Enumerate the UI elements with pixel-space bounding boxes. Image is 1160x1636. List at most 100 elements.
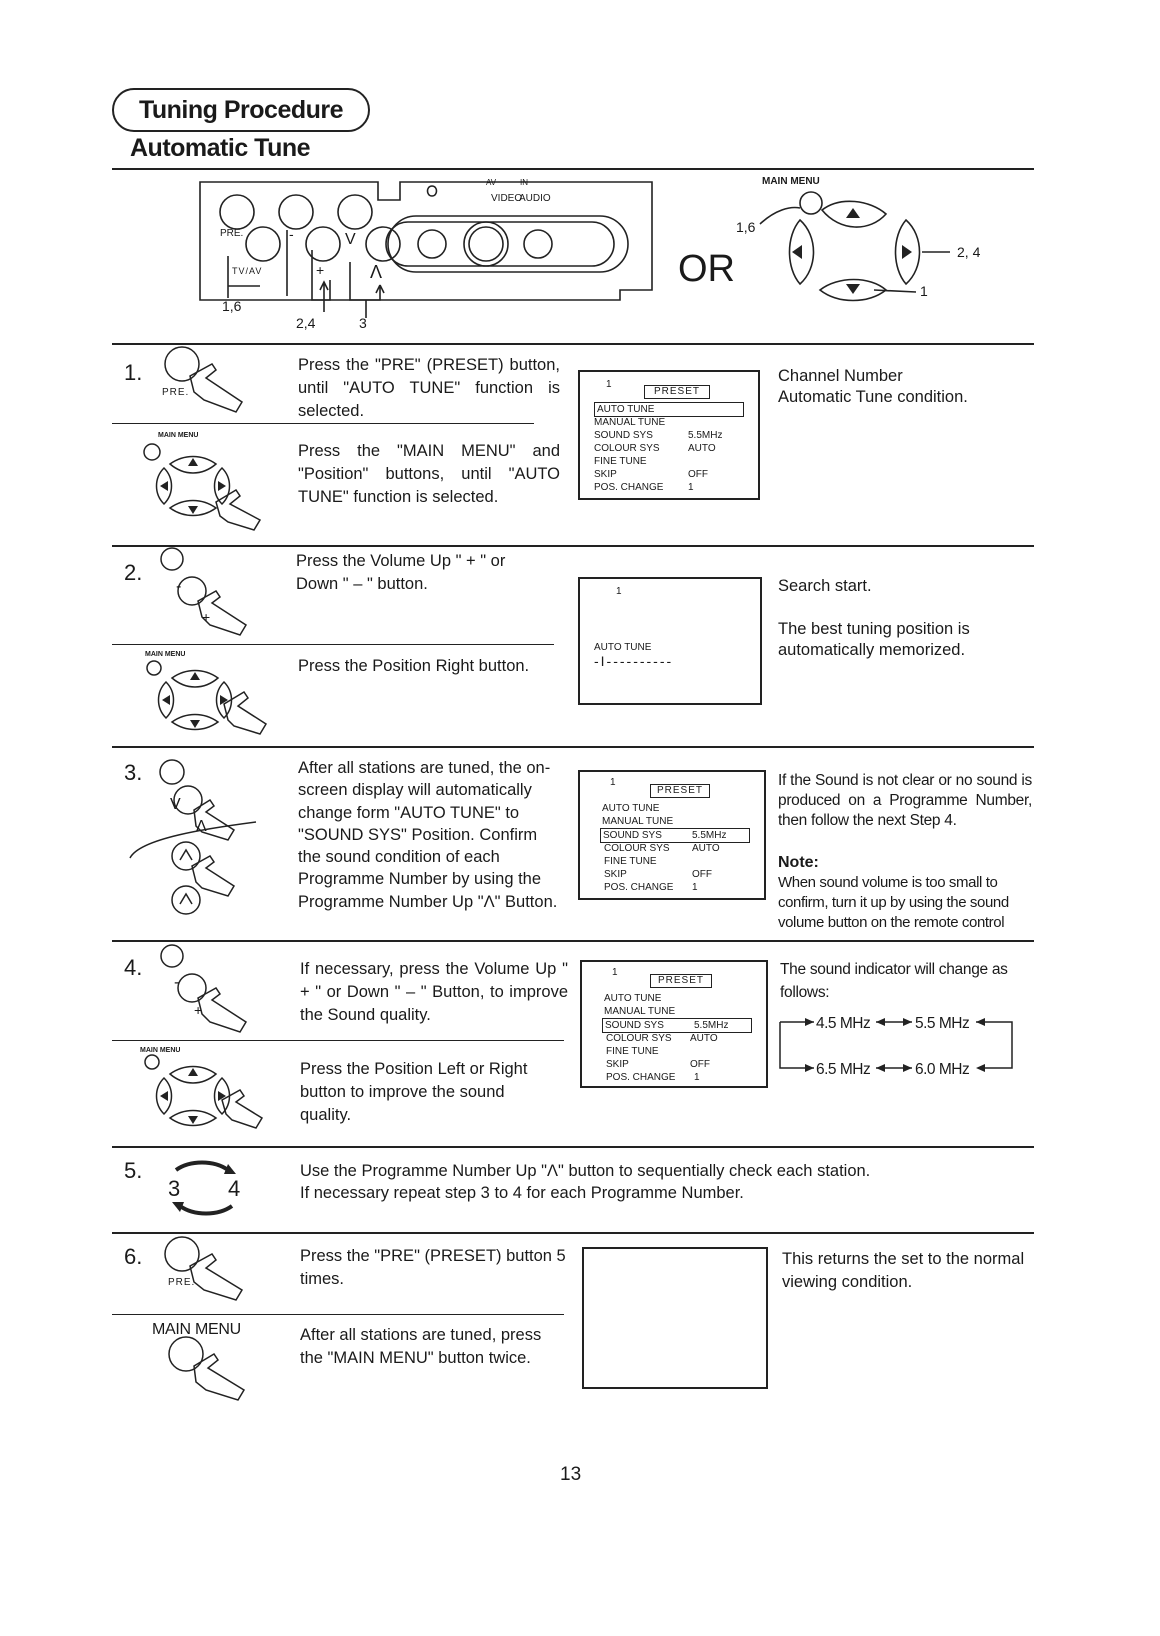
step-4-main-menu-label: MAIN MENU (140, 1047, 181, 1054)
step-3-number: 3. (124, 760, 143, 785)
step-6-pre-label: PRE. (168, 1277, 196, 1288)
remote-position-hand-icon (143, 443, 262, 531)
panel-minus-label: - (289, 226, 294, 242)
panel-callout-16: 1,6 (222, 298, 242, 314)
osd-row-colour-sys: COLOUR SYS (594, 443, 660, 454)
step-2-text-b: Press the Position Right button. (298, 657, 530, 675)
main-menu-hand-icon (168, 1336, 246, 1401)
osd-row-colour-sys: COLOUR SYS (604, 843, 670, 854)
panel-up-label: Λ (370, 262, 383, 282)
step-2-minus-label: - (176, 578, 182, 595)
divider (112, 1232, 1034, 1234)
step-1-main-menu-label: MAIN MENU (158, 432, 199, 439)
step-6-text-a: Press the "PRE" (PRESET) button 5 times. (300, 1247, 566, 1288)
osd-row-sound-sys: SOUND SYS (594, 430, 653, 441)
page-number: 13 (560, 1464, 582, 1485)
osd-search-screen: 1 AUTO TUNE -I---------- (578, 577, 762, 705)
osd-row-pos-change: POS. CHANGE (606, 1072, 676, 1083)
step-3-note: When sound volume is too small to confir… (778, 874, 1009, 931)
programme-button-hand-icon (129, 759, 257, 915)
osd-preset-tag: PRESET (650, 784, 710, 798)
step-4-minus-label: - (174, 974, 180, 991)
divider (112, 1040, 564, 1041)
osd-val-sound-sys: 5.5MHz (694, 1020, 729, 1031)
divider (112, 644, 554, 645)
osd-val-pos-change: 1 (688, 482, 694, 493)
osd-preset-menu-sound-2: 1 PRESET AUTO TUNE MANUAL TUNE SOUND SYS… (580, 960, 768, 1088)
osd-preset-tag: PRESET (650, 974, 712, 988)
divider (112, 746, 1034, 748)
osd-channel-number: 1 (606, 379, 612, 390)
repeat-cycle-icon (172, 1160, 236, 1216)
step-3-text: After all stations are tuned, the on-scr… (298, 759, 558, 911)
step-1-text-a: Press the "PRE" (PRESET) button, until "… (298, 356, 560, 420)
divider (112, 545, 1034, 547)
remote-position-hand-icon (146, 660, 268, 735)
remote-callout-1: 1 (920, 283, 928, 299)
divider (112, 940, 1034, 942)
osd-row-fine-tune: FINE TUNE (604, 856, 657, 867)
tv-panel-diagram (199, 181, 653, 318)
osd-search-channel: 1 (616, 586, 622, 597)
divider (112, 1314, 564, 1315)
osd-val-pos-change: 1 (694, 1072, 700, 1083)
osd-row-fine-tune: FINE TUNE (606, 1046, 659, 1057)
step-5-number: 5. (124, 1158, 143, 1183)
volume-button-hand-icon (160, 547, 248, 636)
step-5-to: 4 (228, 1176, 241, 1201)
osd-blank-screen (582, 1247, 768, 1389)
divider (112, 168, 1034, 170)
remote-callout-16: 1,6 (736, 219, 756, 235)
osd-val-skip: OFF (692, 869, 712, 880)
freq-5-5: 5.5 MHz (915, 1015, 970, 1032)
step-1-text-b: Press the "MAIN MENU" and "Position" but… (298, 442, 560, 506)
osd-row-colour-sys: COLOUR SYS (606, 1033, 672, 1044)
osd-row-sound-sys: SOUND SYS (602, 1018, 752, 1033)
osd-preset-menu-sound: 1 PRESET AUTO TUNE MANUAL TUNE SOUND SYS… (578, 770, 766, 900)
osd-val-sound-sys: 5.5MHz (688, 430, 723, 441)
panel-plus-label: + (316, 262, 325, 278)
step-1-pre-label: PRE. (162, 387, 190, 398)
step-3-v-label: V (170, 796, 181, 813)
osd-channel-number: 1 (610, 777, 616, 788)
osd-row-skip: SKIP (606, 1059, 629, 1070)
step-2-text-a: Press the Volume Up " + " or Down " – " … (296, 552, 506, 593)
section-title: Tuning Procedure (112, 88, 370, 132)
osd-val-skip: OFF (690, 1059, 710, 1070)
freq-6-0: 6.0 MHz (915, 1061, 970, 1078)
panel-callout-24: 2,4 (296, 315, 316, 331)
panel-audio-label: AUDIO (519, 193, 551, 204)
osd-search-bar: -I---------- (594, 653, 674, 669)
osd-row-manual-tune: MANUAL TUNE (602, 816, 674, 827)
osd-channel-number: 1 (612, 967, 618, 978)
step-4-text-b: Press the Position Left or Right button … (300, 1060, 528, 1124)
panel-callout-3: 3 (359, 315, 367, 331)
section-subtitle: Automatic Tune (130, 134, 311, 162)
panel-in-label: IN (520, 178, 528, 187)
remote-cluster-diagram (759, 191, 950, 302)
panel-av-label: AV (486, 178, 497, 187)
step-6-result: This returns the set to the normal viewi… (782, 1250, 1025, 1291)
osd-row-sound-sys: SOUND SYS (600, 828, 750, 843)
osd-row-auto-tune: AUTO TUNE (594, 402, 744, 417)
osd-row-pos-change: POS. CHANGE (604, 882, 674, 893)
step-1-result: Channel Number Automatic Tune condition. (778, 367, 968, 406)
osd-search-label: AUTO TUNE (594, 642, 652, 653)
step-3-up-label: Λ (196, 818, 207, 835)
osd-row-fine-tune: FINE TUNE (594, 456, 647, 467)
step-2-result-b: The best tuning position is automaticall… (778, 620, 970, 659)
frequency-cycle-diagram (779, 1018, 1013, 1072)
step-5-from: 3 (168, 1176, 181, 1201)
step-2-number: 2. (124, 560, 143, 585)
or-label: OR (678, 248, 735, 290)
pre-button-hand-icon (164, 1236, 244, 1301)
osd-val-colour-sys: AUTO (688, 443, 716, 454)
divider (112, 1146, 1034, 1148)
step-1-number: 1. (124, 360, 143, 385)
step-3-result: If the Sound is not clear or no sound is… (778, 772, 1032, 829)
remote-position-hand-icon (144, 1054, 264, 1129)
remote-callout-24: 2, 4 (957, 244, 981, 260)
panel-v-label: V (345, 231, 356, 248)
step-5-text-a: Use the Programme Number Up "Λ" button t… (300, 1162, 871, 1180)
step-6-number: 6. (124, 1244, 143, 1269)
